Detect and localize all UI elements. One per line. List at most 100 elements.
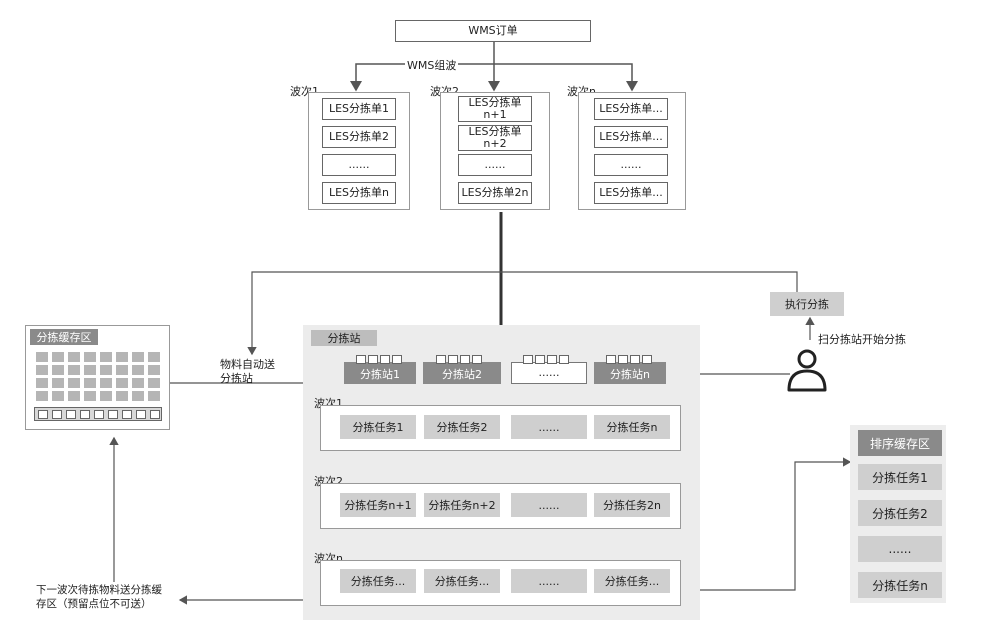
- wms-order-box: WMS订单: [395, 20, 591, 42]
- storage-cell: [68, 391, 80, 401]
- station-slot: [606, 355, 616, 364]
- task-item: 分拣任务...: [424, 569, 500, 593]
- auto-send-label: 物料自动送 分拣站: [220, 358, 275, 385]
- task-item: 分拣任务1: [340, 415, 416, 439]
- storage-cell: [148, 391, 160, 401]
- station-2: [423, 362, 501, 384]
- sorted-item: ......: [858, 536, 942, 562]
- storage-cell: [116, 365, 128, 375]
- storage-cell: [84, 378, 96, 388]
- station-slot: [642, 355, 652, 364]
- rail-slot: [122, 410, 132, 419]
- station-slot: [380, 355, 390, 364]
- station-slot: [547, 355, 557, 364]
- wms-wave-label: WMS组波: [405, 59, 459, 72]
- storage-cell: [132, 352, 144, 362]
- rail-slot: [108, 410, 118, 419]
- storage-cell: [100, 378, 112, 388]
- rail-slot: [150, 410, 160, 419]
- task-item: 分拣任务2n: [594, 493, 670, 517]
- station-1-label: 分拣站1: [360, 368, 400, 381]
- station-slot: [535, 355, 545, 364]
- les-order: LES分拣单 n+2: [458, 125, 532, 151]
- storage-cell: [100, 365, 112, 375]
- sorted-zone-title: 排序缓存区: [858, 430, 942, 456]
- task-item: 分拣任务...: [340, 569, 416, 593]
- sorted-item: 分拣任务n: [858, 572, 942, 598]
- station-slot: [523, 355, 533, 364]
- next-wave-label: 下一波次待拣物料送分拣缓 存区（预留点位不可送）: [36, 584, 162, 610]
- storage-cell: [84, 365, 96, 375]
- storage-cell: [148, 365, 160, 375]
- storage-cell: [36, 352, 48, 362]
- task-item: 分拣任务2: [424, 415, 500, 439]
- les-order: LES分拣单2: [322, 126, 396, 148]
- station-n-label: 分拣站n: [610, 368, 650, 381]
- station-placeholder-label: ......: [538, 366, 560, 379]
- storage-cell: [148, 352, 160, 362]
- les-order: LES分拣单n: [322, 182, 396, 204]
- storage-cell: [148, 378, 160, 388]
- station-slot: [618, 355, 628, 364]
- les-order: ......: [458, 154, 532, 176]
- sorted-item: 分拣任务1: [858, 464, 942, 490]
- task-item: ......: [511, 569, 587, 593]
- station-slot: [460, 355, 470, 364]
- station-slot: [472, 355, 482, 364]
- storage-cell: [132, 365, 144, 375]
- station-slot: [368, 355, 378, 364]
- task-item: 分拣任务n: [594, 415, 670, 439]
- sorted-item: 分拣任务2: [858, 500, 942, 526]
- les-order: ......: [594, 154, 668, 176]
- les-order: LES分拣单...: [594, 182, 668, 204]
- task-item: 分拣任务...: [594, 569, 670, 593]
- station-2-label: 分拣站2: [442, 368, 482, 381]
- storage-cell: [100, 391, 112, 401]
- rail-slot: [94, 410, 104, 419]
- storage-cell: [116, 391, 128, 401]
- storage-cell: [116, 352, 128, 362]
- les-order: LES分拣单2n: [458, 182, 532, 204]
- storage-cell: [100, 352, 112, 362]
- station-slot: [559, 355, 569, 364]
- station-slot: [630, 355, 640, 364]
- les-order: LES分拣单...: [594, 98, 668, 120]
- rail-slot: [66, 410, 76, 419]
- task-item: 分拣任务n+2: [424, 493, 500, 517]
- station-area-title: 分拣站: [311, 330, 377, 346]
- storage-cell: [36, 378, 48, 388]
- station-slot: [436, 355, 446, 364]
- rail-slot: [80, 410, 90, 419]
- task-item: 分拣任务n+1: [340, 493, 416, 517]
- les-order: LES分拣单1: [322, 98, 396, 120]
- storage-cell: [52, 391, 64, 401]
- buffer-title: 分拣缓存区: [30, 329, 98, 345]
- task-item: ......: [511, 493, 587, 517]
- rail-slot: [38, 410, 48, 419]
- station-slot: [356, 355, 366, 364]
- les-order: LES分拣单 n+1: [458, 96, 532, 122]
- station-slot: [392, 355, 402, 364]
- storage-cell: [52, 365, 64, 375]
- storage-cell: [132, 378, 144, 388]
- storage-cell: [68, 365, 80, 375]
- les-order: ......: [322, 154, 396, 176]
- les-order: LES分拣单...: [594, 126, 668, 148]
- storage-cell: [68, 378, 80, 388]
- rail-slot: [52, 410, 62, 419]
- station-1: [344, 362, 416, 384]
- execute-sorting-box: 执行分拣: [770, 292, 844, 316]
- storage-cell: [84, 352, 96, 362]
- rail-slot: [136, 410, 146, 419]
- storage-cell: [36, 391, 48, 401]
- storage-cell: [84, 391, 96, 401]
- storage-cell: [116, 378, 128, 388]
- scan-start-label: 扫分拣站开始分拣: [818, 333, 906, 346]
- storage-cell: [52, 352, 64, 362]
- storage-cell: [68, 352, 80, 362]
- station-n: [594, 362, 666, 384]
- station-slot: [448, 355, 458, 364]
- storage-cell: [52, 378, 64, 388]
- task-item: ......: [511, 415, 587, 439]
- storage-cell: [36, 365, 48, 375]
